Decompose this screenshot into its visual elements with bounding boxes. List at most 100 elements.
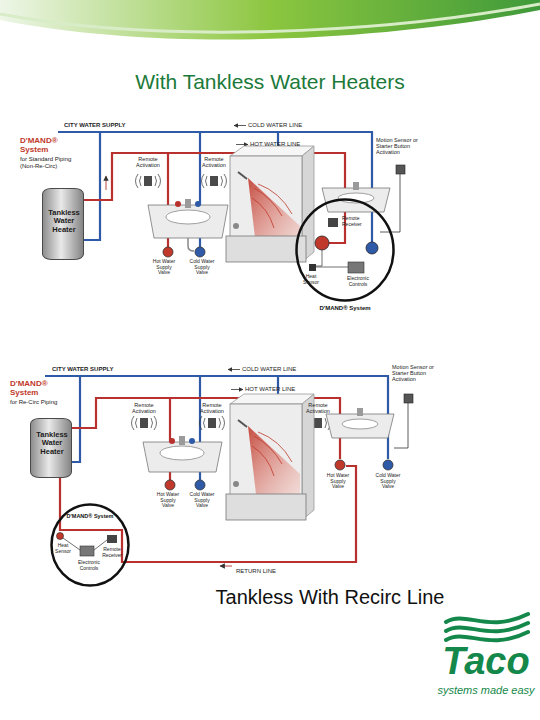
spray-lines xyxy=(252,432,292,476)
cold-water-pipe xyxy=(58,132,372,242)
device-label: Remote Activation xyxy=(126,402,162,414)
bottom-pipes xyxy=(45,376,408,562)
sink-basin xyxy=(166,210,210,224)
valve-label: Hot Water Supply Valve xyxy=(150,259,178,276)
bathtub xyxy=(226,236,306,262)
tub-valve xyxy=(233,223,239,229)
sink-counter xyxy=(326,414,394,438)
faucet xyxy=(179,436,185,445)
cold-valve xyxy=(383,460,393,470)
heat-sensor xyxy=(309,264,316,271)
pump xyxy=(315,236,329,250)
shower-head xyxy=(238,172,247,179)
faucet-handle xyxy=(195,201,201,207)
node-text: Heat Sensor xyxy=(299,274,323,285)
pipe-label: COLD WATER LINE xyxy=(248,122,318,129)
logo-wave xyxy=(446,614,528,622)
flow-arrow xyxy=(236,144,248,145)
node-text: Electronic Controls xyxy=(339,276,377,287)
system-name: D'MAND® System xyxy=(20,137,66,155)
device-label: Motion Sensor or Starter Button Activati… xyxy=(392,364,442,382)
remote-receiver xyxy=(328,218,338,227)
node-outline xyxy=(295,198,395,302)
dmand-system-circle: Remote ReceiverHeat SensorElectronic Con… xyxy=(295,198,395,316)
device-label: Motion Sensor or Starter Button Activati… xyxy=(376,137,426,155)
enclosure-top xyxy=(230,146,314,156)
remote-button xyxy=(210,176,218,186)
device-label: Remote Activation xyxy=(130,156,166,168)
remote-button xyxy=(314,418,322,428)
sink-counter xyxy=(143,442,222,472)
water-heater-tank: Tankless Water Heater xyxy=(30,418,72,478)
cold-valve xyxy=(195,247,205,257)
sink xyxy=(322,182,390,212)
faucet xyxy=(357,408,363,416)
flow-arrow xyxy=(231,389,243,390)
faucet xyxy=(185,199,191,208)
shower-tub xyxy=(226,394,314,520)
hot-valve xyxy=(165,480,175,490)
callout-circle xyxy=(52,505,129,586)
electronic-controls xyxy=(80,546,94,556)
faucet-handle xyxy=(189,438,195,444)
node-text: Electronic Controls xyxy=(70,560,108,571)
node-text: Remote Receiver xyxy=(98,547,126,558)
remote-activation-device xyxy=(202,174,227,188)
sink xyxy=(148,199,228,257)
cold-valve xyxy=(195,480,205,490)
sink-counter xyxy=(148,205,228,238)
remote-activation-device xyxy=(132,416,157,430)
node-text: Tankless Water Heater xyxy=(31,431,73,456)
remote-button xyxy=(208,418,216,428)
device-label: Remote Activation xyxy=(196,156,232,168)
node-text: Tankless Water Heater xyxy=(43,209,85,234)
header-swoosh-line xyxy=(0,4,540,32)
remote-receiver xyxy=(107,535,117,543)
logo-wave xyxy=(446,632,528,640)
slide-title: With Tankless Water Heaters xyxy=(0,70,540,94)
cold-valve xyxy=(366,242,378,254)
sink-basin xyxy=(342,419,378,429)
logo-text: Taco xyxy=(436,640,536,683)
device-label: Remote Activation xyxy=(194,402,230,414)
node-text: Heat Sensor xyxy=(52,543,74,554)
logo-tagline: systems made easy xyxy=(434,684,538,696)
hot-valve xyxy=(163,247,173,257)
signal-waves xyxy=(132,416,157,430)
valve-label: Cold Water Supply Valve xyxy=(188,259,216,276)
flow-arrow xyxy=(234,125,246,126)
spray-lines xyxy=(252,184,292,228)
pipe-label: CITY WATER SUPPLY xyxy=(64,122,144,129)
valve-label: Hot Water Supply Valve xyxy=(154,492,182,509)
enclosure-wall xyxy=(230,404,302,504)
starter-button xyxy=(404,394,413,403)
water-spray xyxy=(248,426,300,494)
signal-waves xyxy=(200,416,225,430)
faucet-handle xyxy=(169,438,175,444)
heat-sensor xyxy=(57,533,64,540)
sink xyxy=(326,408,394,470)
callout-circle xyxy=(297,200,394,301)
cold-water-pipe xyxy=(72,376,80,462)
shower-tub xyxy=(226,146,314,262)
faucet-handle xyxy=(175,201,181,207)
device-label: Remote Activation xyxy=(300,402,336,414)
pipe-label: CITY WATER SUPPLY xyxy=(52,366,132,373)
faucet xyxy=(353,182,359,190)
valve-label: Hot Water Supply Valve xyxy=(324,473,352,490)
dmand-system-circle: D'MAND® SystemHeat SensorElectronic Cont… xyxy=(50,503,130,587)
system-note: for Standard Piping (Non-Re-Circ) xyxy=(20,156,82,169)
pipe-label: RETURN LINE xyxy=(236,568,296,575)
signal-waves xyxy=(202,174,227,188)
flow-arrow xyxy=(220,566,232,567)
signal-waves xyxy=(136,174,161,188)
flow-arrow xyxy=(106,176,107,190)
cold-water-pipe xyxy=(84,132,100,240)
drain-pipe xyxy=(188,238,194,251)
system-note: for Re-Circ Piping xyxy=(10,399,70,406)
bathtub xyxy=(226,494,306,520)
tub-valve xyxy=(233,481,239,487)
system-name: D'MAND® System xyxy=(10,380,56,398)
